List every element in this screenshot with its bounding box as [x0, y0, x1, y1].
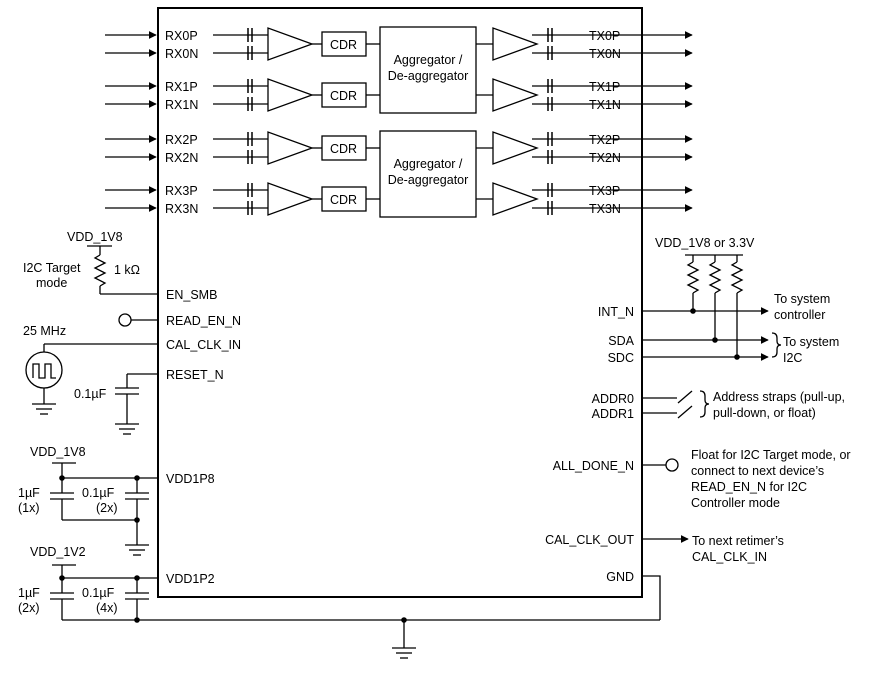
vdd1p2-decoupling [50, 564, 660, 659]
addr1-pin-label: ADDR1 [592, 407, 634, 421]
i2c-target-mode-label: mode [36, 276, 67, 290]
rx-buffer [267, 78, 314, 112]
cap-count-label: (2x) [18, 601, 40, 615]
all-done-note: READ_EN_N for I2C [691, 480, 807, 494]
aggregator-block [379, 130, 477, 218]
tx3n-pin-label: TX3N [589, 202, 621, 216]
cap-count-label: (1x) [18, 501, 40, 515]
cap-count-label: (2x) [96, 501, 118, 515]
en-smb-circuit [87, 245, 158, 295]
cap-value-label: 1µF [18, 486, 40, 500]
cal-clk-out-pin-label: CAL_CLK_OUT [545, 533, 634, 547]
aggregator-label: De-aggregator [388, 173, 469, 187]
cal-clk-in-pin-label: CAL_CLK_IN [166, 338, 241, 352]
tx2p-pin-label: TX2P [589, 133, 620, 147]
all-done-note: Float for I2C Target mode, or [691, 448, 851, 462]
to-i2c-label: To system [783, 335, 839, 349]
address-straps [642, 390, 710, 419]
read-en-n-pin-label: READ_EN_N [166, 314, 241, 328]
i2c-pullups [642, 254, 782, 361]
address-straps-label: Address straps (pull-up, [713, 390, 845, 404]
tx0n-pin-label: TX0N [589, 47, 621, 61]
rx0p-pin-label: RX0P [165, 29, 198, 43]
int-n-pin-label: INT_N [598, 305, 634, 319]
aggregator-label: De-aggregator [388, 69, 469, 83]
cdr-label: CDR [330, 193, 357, 207]
rx0n-pin-label: RX0N [165, 47, 198, 61]
channel-group-0 [105, 26, 642, 114]
rx-buffer [267, 182, 314, 216]
address-straps-label: pull-down, or float) [713, 406, 816, 420]
to-i2c-label: I2C [783, 351, 802, 365]
rx-buffer [267, 131, 314, 165]
cdr-block [321, 135, 367, 161]
no-connect-circle [665, 458, 679, 472]
rx1p-pin-label: RX1P [165, 80, 198, 94]
cdr-block [321, 82, 367, 108]
sdc-pin-label: SDC [608, 351, 634, 365]
vdd-1v8-label: VDD_1V8 [30, 445, 86, 459]
cdr-label: CDR [330, 142, 357, 156]
en-smb-pin-label: EN_SMB [166, 288, 217, 302]
vdd-1v8-label: VDD_1V8 [67, 230, 123, 244]
vdd-1v2-label: VDD_1V2 [30, 545, 86, 559]
to-controller-label: To system [774, 292, 830, 306]
to-controller-label: controller [774, 308, 825, 322]
all-done-note: connect to next device’s [691, 464, 824, 478]
clock-frequency-label: 25 MHz [23, 324, 66, 338]
cap-value-label: 1µF [18, 586, 40, 600]
next-retimer-label: CAL_CLK_IN [692, 550, 767, 564]
reset-capacitor [114, 373, 158, 435]
cap-count-label: (4x) [96, 601, 118, 615]
tx2n-pin-label: TX2N [589, 151, 621, 165]
cdr-block [321, 31, 367, 57]
next-retimer-label: To next retimer’s [692, 534, 784, 548]
aggregator-label: Aggregator / [394, 53, 463, 67]
gnd-pin-label: GND [606, 570, 634, 584]
rx2p-pin-label: RX2P [165, 133, 198, 147]
rx3p-pin-label: RX3P [165, 184, 198, 198]
oscillator-icon [25, 351, 63, 389]
rx3n-pin-label: RX3N [165, 202, 198, 216]
no-connect-circle [118, 313, 132, 327]
tx1p-pin-label: TX1P [589, 80, 620, 94]
pullup-supply-label: VDD_1V8 or 3.3V [655, 236, 755, 250]
reset-cap-value-label: 0.1µF [74, 387, 107, 401]
rx1n-pin-label: RX1N [165, 98, 198, 112]
cdr-label: CDR [330, 38, 357, 52]
all-done-n-pin-label: ALL_DONE_N [553, 459, 634, 473]
clock-source [25, 343, 158, 415]
i2c-target-mode-label: I2C Target [23, 261, 81, 275]
vdd1p8-decoupling [50, 462, 158, 556]
tx3p-pin-label: TX3P [589, 184, 620, 198]
tx0p-pin-label: TX0P [589, 29, 620, 43]
channel-group-1 [105, 130, 642, 218]
rx-tx-channels [105, 26, 693, 218]
rx-buffer [267, 27, 314, 61]
cap-value-label: 0.1µF [82, 586, 115, 600]
aggregator-block [379, 26, 477, 114]
all-done-note: Controller mode [691, 496, 780, 510]
addr0-pin-label: ADDR0 [592, 392, 634, 406]
vdd1p8-pin-label: VDD1P8 [166, 472, 215, 486]
cap-value-label: 0.1µF [82, 486, 115, 500]
tx1n-pin-label: TX1N [589, 98, 621, 112]
cdr-label: CDR [330, 89, 357, 103]
vdd1p2-pin-label: VDD1P2 [166, 572, 215, 586]
reset-n-pin-label: RESET_N [166, 368, 224, 382]
sda-pin-label: SDA [608, 334, 634, 348]
aggregator-label: Aggregator / [394, 157, 463, 171]
resistor-value-label: 1 kΩ [114, 263, 140, 277]
rx2n-pin-label: RX2N [165, 151, 198, 165]
